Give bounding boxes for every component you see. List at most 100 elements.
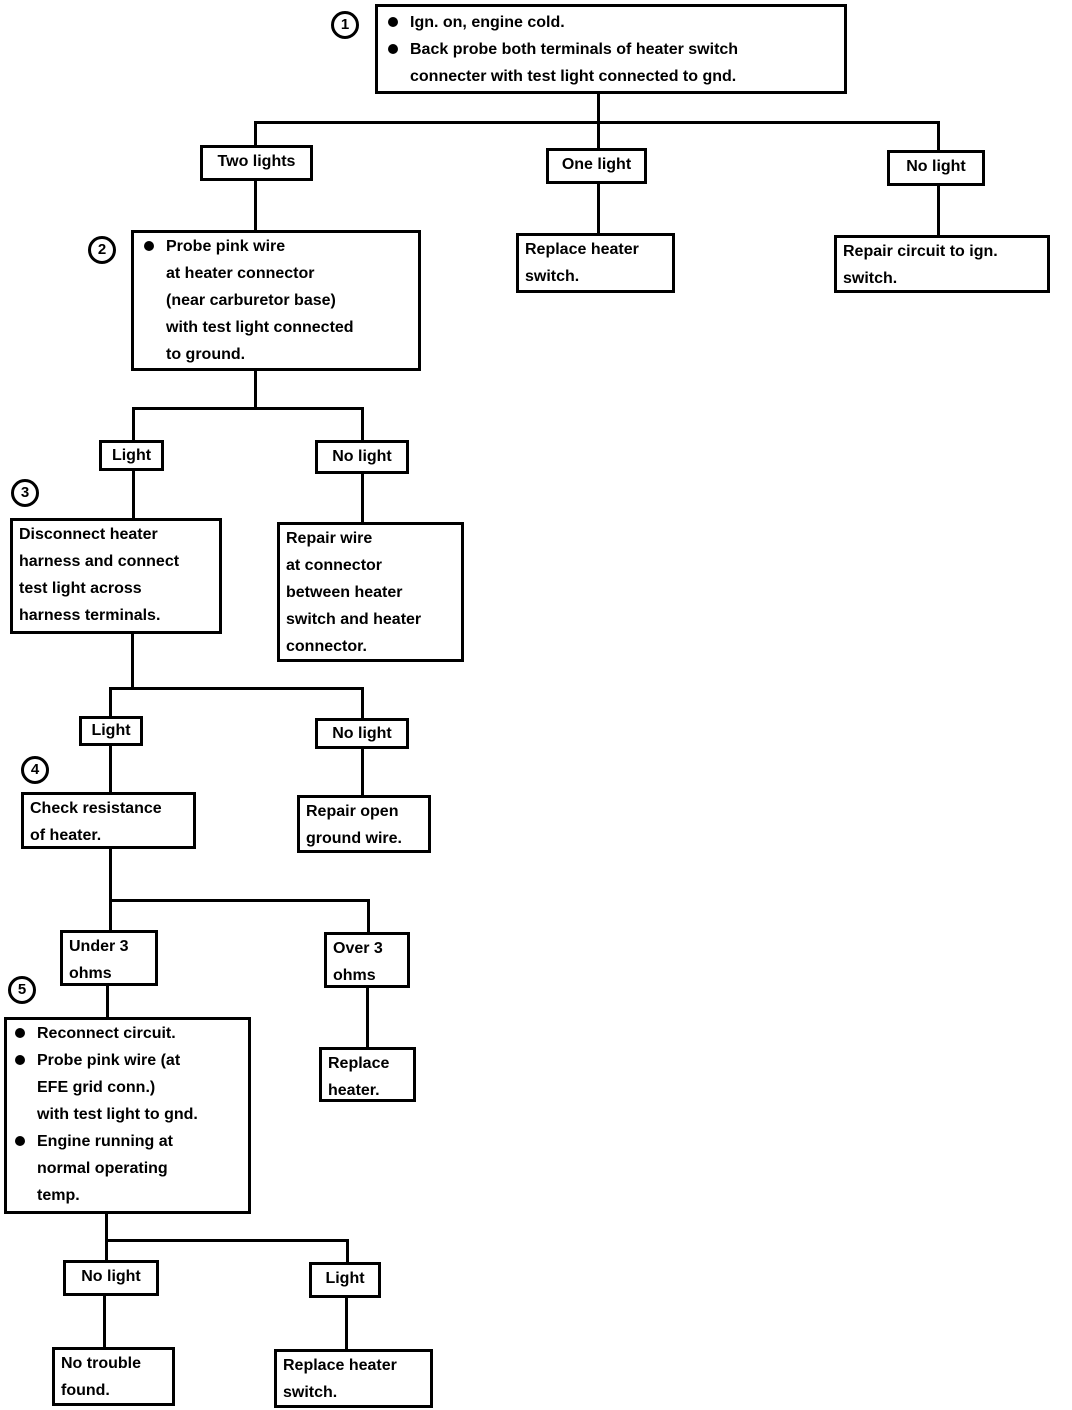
connector	[106, 984, 109, 1019]
step5-line: Probe pink wire (at	[11, 1047, 242, 1074]
result-over-3-ohms: Over 3 ohms	[324, 932, 410, 988]
connector	[367, 899, 370, 934]
result-line: ohms	[69, 965, 112, 982]
step4-line: Check resistance	[30, 800, 162, 817]
connector	[132, 407, 135, 442]
result-line: Under 3	[69, 938, 129, 955]
connector	[937, 184, 940, 237]
step1-line: Back probe both terminals of heater swit…	[384, 36, 838, 63]
connector	[109, 687, 364, 690]
result-light: Light	[79, 716, 143, 746]
step3-line: test light across	[19, 580, 142, 597]
connector	[361, 407, 364, 442]
step5-line: Reconnect circuit.	[11, 1020, 242, 1047]
result-light: Light	[99, 440, 164, 471]
connector	[361, 747, 364, 797]
result-no-light: No light	[887, 150, 985, 186]
connector	[132, 407, 364, 410]
step-number-5: 5	[8, 976, 36, 1004]
step-number-1: 1	[331, 11, 359, 39]
connector	[109, 899, 112, 932]
step5-line: EFE grid conn.)	[37, 1079, 156, 1096]
action-line: switch.	[525, 268, 580, 285]
step5-box: Reconnect circuit. Probe pink wire (at E…	[4, 1017, 251, 1214]
connector	[105, 1239, 108, 1262]
connector	[109, 687, 112, 718]
connector	[105, 1212, 108, 1242]
step3-line: Disconnect heater	[19, 526, 158, 543]
connector	[105, 1239, 349, 1242]
result-line: Over 3	[333, 940, 383, 957]
connector	[109, 744, 112, 794]
connector	[109, 899, 370, 902]
result-one-light: One light	[546, 148, 647, 184]
step3-box: Disconnect heater harness and connect te…	[10, 518, 222, 634]
step2-line: (near carburetor base)	[166, 292, 336, 309]
step5-line: Engine running at	[11, 1128, 242, 1155]
result-no-light: No light	[63, 1260, 159, 1296]
action-line: at connector	[286, 557, 383, 574]
connector	[361, 687, 364, 720]
action-replace-heater: Replace heater.	[319, 1047, 416, 1102]
action-line: switch.	[843, 270, 898, 287]
step3-line: harness terminals.	[19, 607, 161, 624]
step4-box: Check resistance of heater.	[21, 792, 196, 849]
connector	[597, 92, 600, 124]
step-number-2: 2	[88, 236, 116, 264]
action-line: Replace heater	[525, 241, 639, 258]
action-no-trouble-found: No trouble found.	[52, 1347, 175, 1406]
step2-line: at heater connector	[166, 265, 315, 282]
connector	[597, 121, 600, 150]
connector	[346, 1239, 349, 1264]
action-line: Replace	[328, 1055, 390, 1072]
connector	[132, 469, 135, 520]
action-repair-circuit: Repair circuit to ign. switch.	[834, 235, 1050, 293]
step3-line: harness and connect	[19, 553, 180, 570]
action-replace-heater-switch: Replace heater switch.	[274, 1349, 433, 1408]
step2-box: Probe pink wire at heater connector (nea…	[131, 230, 421, 371]
result-two-lights: Two lights	[200, 145, 313, 181]
action-line: No trouble	[61, 1355, 141, 1372]
connector	[597, 182, 600, 235]
action-line: Repair circuit to ign.	[843, 243, 998, 260]
connector	[366, 986, 369, 1049]
step-number-4: 4	[21, 756, 49, 784]
step5-line: with test light to gnd.	[37, 1106, 198, 1123]
result-line: ohms	[333, 967, 376, 984]
action-line: Replace heater	[283, 1357, 397, 1374]
action-line: switch.	[283, 1384, 338, 1401]
action-repair-wire: Repair wire at connector between heater …	[277, 522, 464, 662]
action-line: connector.	[286, 638, 367, 655]
action-line: between heater	[286, 584, 403, 601]
action-repair-open-ground: Repair open ground wire.	[297, 795, 431, 853]
action-line: heater.	[328, 1082, 380, 1099]
step1-line: Ign. on, engine cold.	[384, 9, 838, 36]
action-line: found.	[61, 1382, 110, 1399]
connector	[109, 847, 112, 902]
action-line: ground wire.	[306, 830, 402, 847]
result-under-3-ohms: Under 3 ohms	[60, 930, 158, 986]
connector	[254, 121, 257, 147]
action-line: Repair open	[306, 803, 399, 820]
step1-line: connecter with test light connected to g…	[410, 68, 737, 85]
result-no-light: No light	[315, 440, 409, 474]
connector	[103, 1294, 106, 1350]
connector	[345, 1296, 348, 1352]
connector	[937, 121, 940, 152]
action-line: switch and heater	[286, 611, 422, 628]
step2-line: Probe pink wire	[140, 233, 412, 260]
step5-line: normal operating	[37, 1160, 168, 1177]
connector	[254, 179, 257, 232]
result-no-light: No light	[315, 718, 409, 749]
step2-line: with test light connected	[166, 319, 354, 336]
connector	[361, 472, 364, 524]
step4-line: of heater.	[30, 827, 102, 844]
action-replace-heater-switch: Replace heater switch.	[516, 233, 675, 293]
step-number-3: 3	[11, 479, 39, 507]
step5-line: temp.	[37, 1187, 80, 1204]
step2-line: to ground.	[166, 346, 246, 363]
connector	[131, 632, 134, 690]
step1-box: Ign. on, engine cold. Back probe both te…	[375, 4, 847, 94]
result-light: Light	[309, 1262, 381, 1298]
action-line: Repair wire	[286, 530, 373, 547]
